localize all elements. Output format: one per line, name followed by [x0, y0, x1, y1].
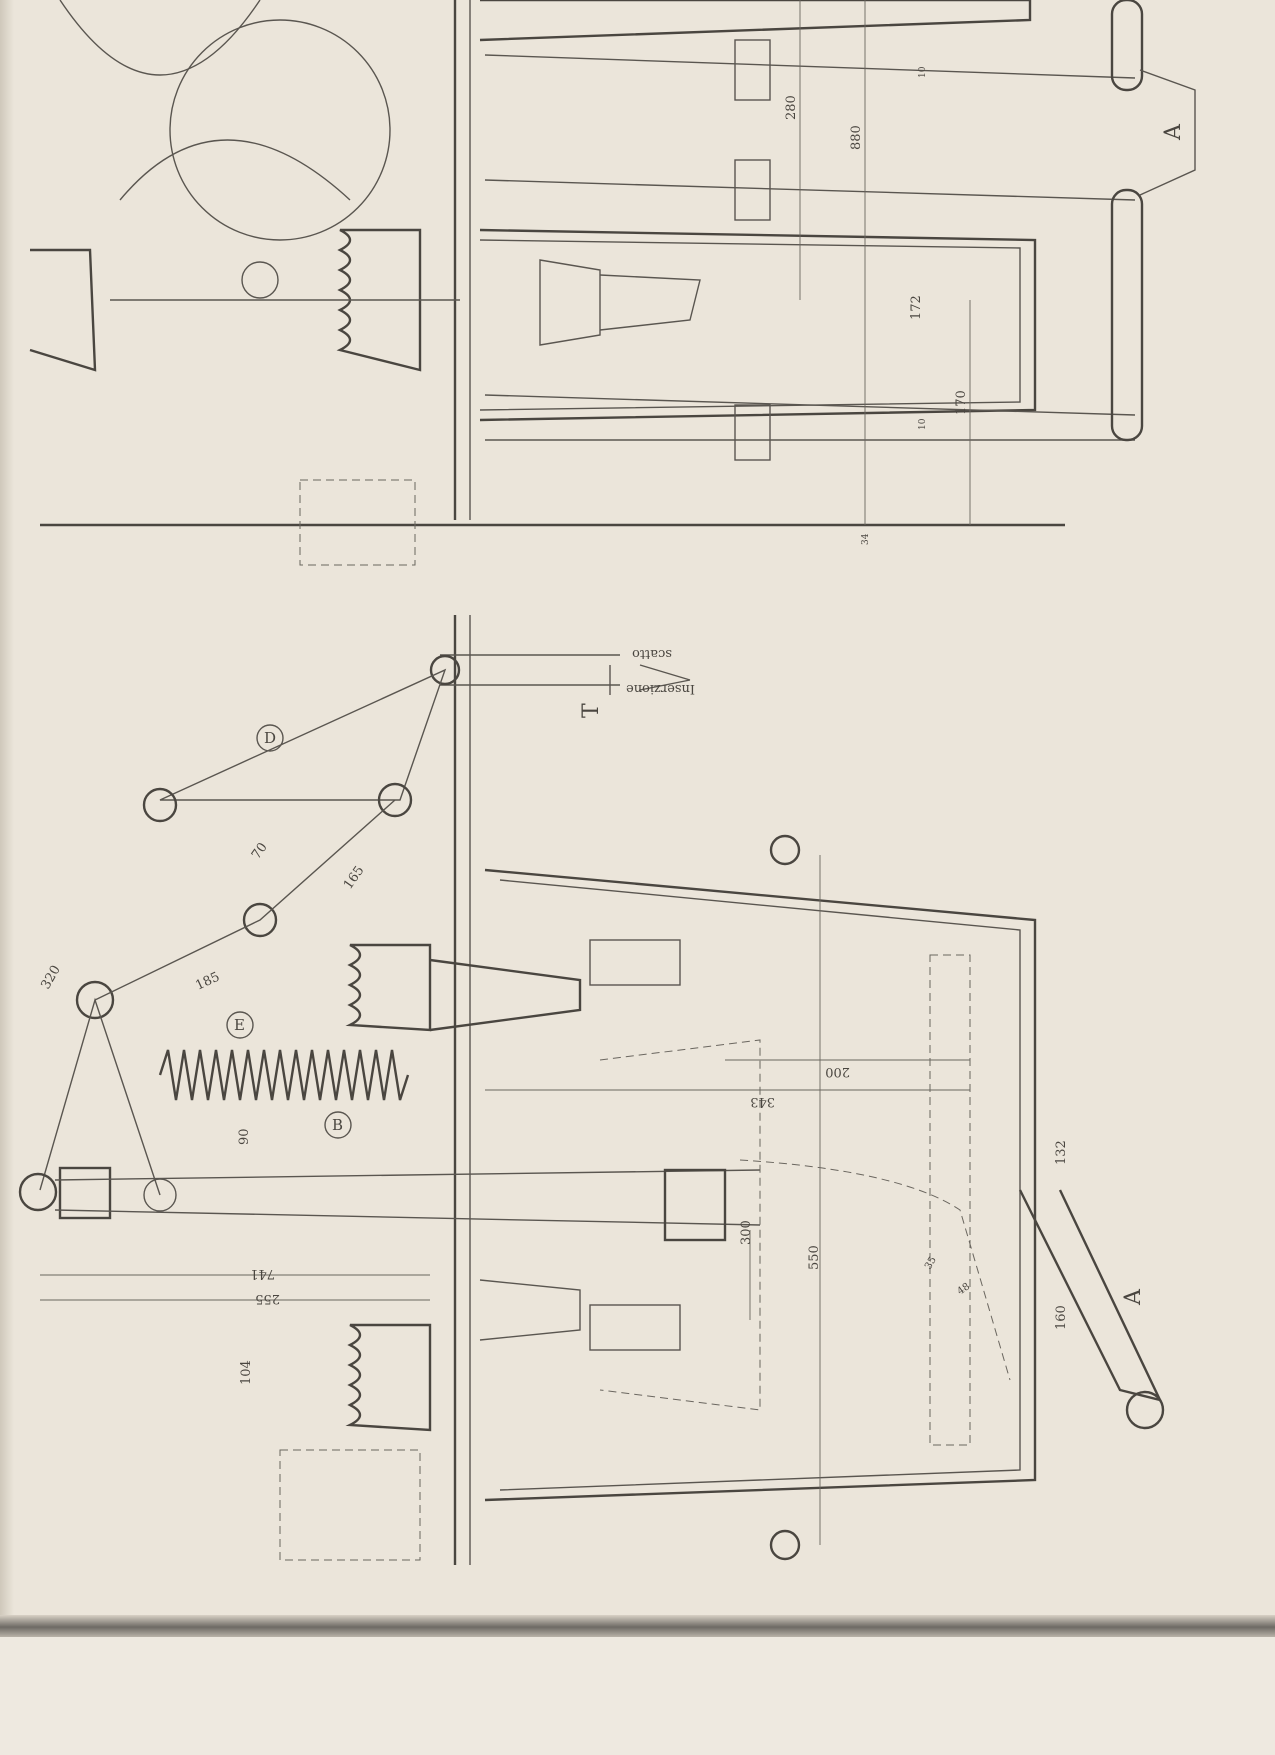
part-label-e: E [234, 1016, 245, 1034]
dim-880: 880 [849, 125, 864, 150]
dim-170: 170 [954, 390, 969, 415]
dim-200: 200 [825, 1064, 850, 1079]
dim-90: 90 [237, 1128, 252, 1145]
part-label-a: A [1121, 1288, 1146, 1306]
part-label-b: B [332, 1116, 343, 1134]
dim-10a: 10 [918, 66, 928, 78]
part-label-t: T [579, 703, 604, 718]
section-label-a-top: A [1161, 123, 1186, 141]
dim-172: 172 [909, 295, 924, 320]
page-fold [0, 1615, 1275, 1637]
part-label-d: D [264, 729, 276, 747]
dim-10b: 10 [918, 418, 928, 430]
dim-320: 320 [38, 963, 63, 992]
top-view-drawing [29, 0, 1196, 566]
dim-343: 343 [750, 1094, 775, 1109]
dim-70: 70 [249, 840, 271, 862]
dim-300: 300 [739, 1220, 754, 1245]
bottom-view-labels: D E B A T scatto Inserzione 320 185 165 … [38, 646, 1146, 1385]
bottom-view-drawing [18, 615, 1165, 1565]
dim-280: 280 [784, 95, 799, 120]
dim-741: 741 [250, 1266, 275, 1281]
dim-160: 160 [1054, 1305, 1069, 1330]
dim-34: 34 [861, 533, 871, 545]
motion-insertion-label: Inserzione [626, 681, 695, 696]
dim-132: 132 [1054, 1140, 1069, 1165]
dim-185: 185 [193, 970, 222, 994]
dim-104: 104 [239, 1360, 254, 1385]
dim-550: 550 [807, 1245, 822, 1270]
top-view-labels: A 280 880 172 170 10 10 34 [784, 66, 1186, 545]
page-edge-shadow [0, 0, 14, 1615]
dim-165: 165 [341, 863, 368, 892]
dim-35: 35 [923, 1255, 939, 1272]
facing-page [0, 1637, 1275, 1755]
motion-release-label: scatto [632, 646, 672, 661]
dim-255: 255 [255, 1291, 280, 1306]
